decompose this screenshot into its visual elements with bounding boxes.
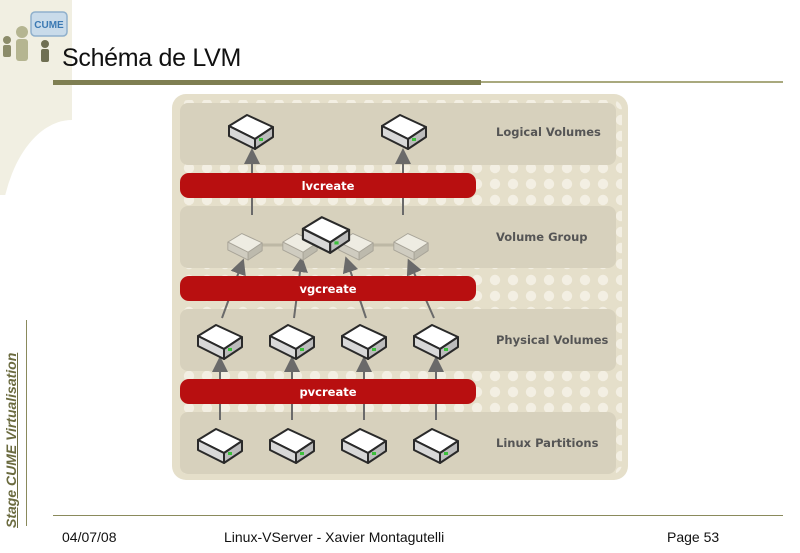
disk-icon — [227, 233, 263, 261]
footer-title: Linux-VServer - Xavier Montagutelli — [224, 529, 445, 545]
disk-icon — [197, 428, 243, 464]
label-linux-partitions: Linux Partitions — [496, 436, 599, 450]
disk-icon — [269, 324, 315, 360]
disk-icon — [341, 428, 387, 464]
vgcreate-label: vgcreate — [299, 282, 356, 296]
label-physical-volumes: Physical Volumes — [496, 333, 609, 347]
footer-page: Page 53 — [667, 529, 720, 545]
disk-icon — [413, 324, 459, 360]
disk-icon — [413, 428, 459, 464]
vgcreate-bar — [180, 276, 476, 301]
lvcreate-bar — [180, 173, 476, 198]
page-title: Schéma de LVM — [62, 44, 242, 72]
label-logical-volumes: Logical Volumes — [496, 125, 601, 139]
disk-icon — [393, 233, 429, 261]
logo-text: CUME — [34, 20, 64, 31]
title-rule-extension — [481, 81, 783, 83]
label-volume-group: Volume Group — [496, 230, 588, 244]
pvcreate-label: pvcreate — [299, 385, 356, 399]
title-rule — [53, 80, 481, 85]
footer-rule — [53, 515, 783, 516]
disk-icon — [228, 114, 274, 150]
disk-icon — [282, 233, 318, 261]
footer-date: 04/07/08 — [62, 529, 117, 545]
disk-icon — [341, 324, 387, 360]
side-rule — [26, 320, 27, 526]
pvcreate-bar — [180, 379, 476, 404]
disk-icon — [269, 428, 315, 464]
lvcreate-label: lvcreate — [302, 179, 355, 193]
cume-logo: CUME — [3, 11, 68, 62]
disk-icon — [301, 216, 351, 254]
disk-icon — [197, 324, 243, 360]
disk-icon — [381, 114, 427, 150]
